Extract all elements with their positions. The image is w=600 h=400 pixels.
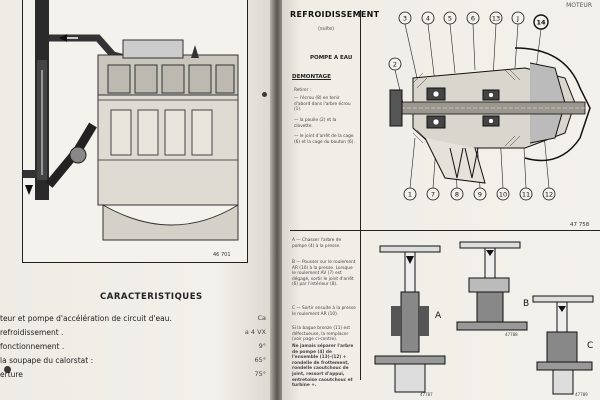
- spec-line: fonctionnement .: [0, 342, 65, 351]
- spec-line: refroidissement .: [0, 328, 64, 337]
- text-column: REFROIDISSEMENT (suite) POMPE A EAU DEMO…: [290, 10, 379, 388]
- pump-title: POMPE A EAU: [310, 55, 353, 61]
- svg-text:14: 14: [536, 19, 546, 27]
- dismantle-step: — la poulie (2) et la clavette.: [294, 118, 337, 129]
- svg-text:47788: 47788: [505, 332, 518, 337]
- section-title: REFROIDISSEMENT: [290, 10, 380, 19]
- spec-value: 75°: [254, 370, 266, 378]
- dismantle-step: Retirer :: [294, 88, 312, 93]
- svg-text:8: 8: [455, 191, 459, 199]
- engine-cutaway-figure: 46 701: [22, 0, 248, 263]
- svg-text:47787: 47787: [420, 392, 433, 397]
- svg-text:11: 11: [522, 191, 530, 199]
- procedure-step: C — Sortir ensuite à la presse le roulem…: [292, 306, 356, 317]
- svg-text:2: 2: [393, 61, 397, 69]
- procedure-note: Si la bague bronze (11) est défectueuse,…: [292, 326, 351, 343]
- svg-text:12: 12: [545, 191, 553, 199]
- svg-text:4: 4: [426, 15, 430, 23]
- svg-text:B: B: [523, 299, 529, 309]
- spec-value: a 4 VX: [244, 328, 266, 336]
- dismantle-step: — le joint d'arrêt de la cage (6) et la …: [294, 134, 355, 145]
- left-page: 46 701 CARACTERISTIQUES teur et pompe d'…: [0, 0, 272, 400]
- svg-text:A: A: [435, 311, 442, 321]
- svg-text:1: 1: [408, 191, 412, 199]
- procedure-warning: Ne jamais séparer l'arbre de pompe (4) d…: [292, 344, 354, 389]
- svg-text:7: 7: [431, 191, 435, 199]
- svg-text:9: 9: [478, 191, 482, 199]
- svg-text:46 701: 46 701: [213, 252, 231, 258]
- water-pump-section-figure: 3 4 5 6 13 J 14 2 1 7 8 9 10 11 12: [365, 8, 600, 230]
- book-gutter: [270, 0, 284, 400]
- svg-text:C: C: [587, 341, 593, 351]
- binder-hole: [262, 92, 267, 97]
- svg-text:13: 13: [492, 15, 500, 23]
- spec-line: la soupape du calorstat :: [0, 356, 94, 365]
- svg-text:10: 10: [499, 191, 507, 199]
- divider-line: [290, 230, 600, 231]
- spec-value: 9°: [258, 342, 266, 350]
- spec-line: teur et pompe d'accélération de circuit …: [0, 314, 172, 323]
- characteristics-title: CARACTERISTIQUES: [100, 292, 203, 302]
- svg-text:47 758: 47 758: [570, 222, 590, 228]
- svg-text:J: J: [516, 15, 519, 23]
- svg-text:6: 6: [471, 15, 475, 23]
- svg-text:47789: 47789: [575, 392, 588, 397]
- press-procedure-figures: A 47787 B 47788 C 47789: [365, 236, 600, 400]
- procedure-step: B — Pousser sur le roulement AR (10) à l…: [292, 260, 356, 288]
- spec-value: 65°: [254, 356, 266, 364]
- svg-text:5: 5: [448, 15, 452, 23]
- dismantle-step: — l'écrou (8) en tenir d'abord dans l'ar…: [294, 96, 351, 113]
- svg-text:3: 3: [403, 15, 407, 23]
- procedure-step: A — Chasser l'arbre de pompe (4) à la pr…: [292, 238, 342, 249]
- spec-value: Ca: [257, 314, 266, 322]
- section-subtitle: (suite): [318, 26, 335, 32]
- binder-hole: [4, 366, 11, 373]
- spec-line: erture: [0, 370, 23, 379]
- page-header: MOTEUR: [566, 2, 592, 9]
- dismantle-title: DEMONTAGE: [292, 74, 331, 80]
